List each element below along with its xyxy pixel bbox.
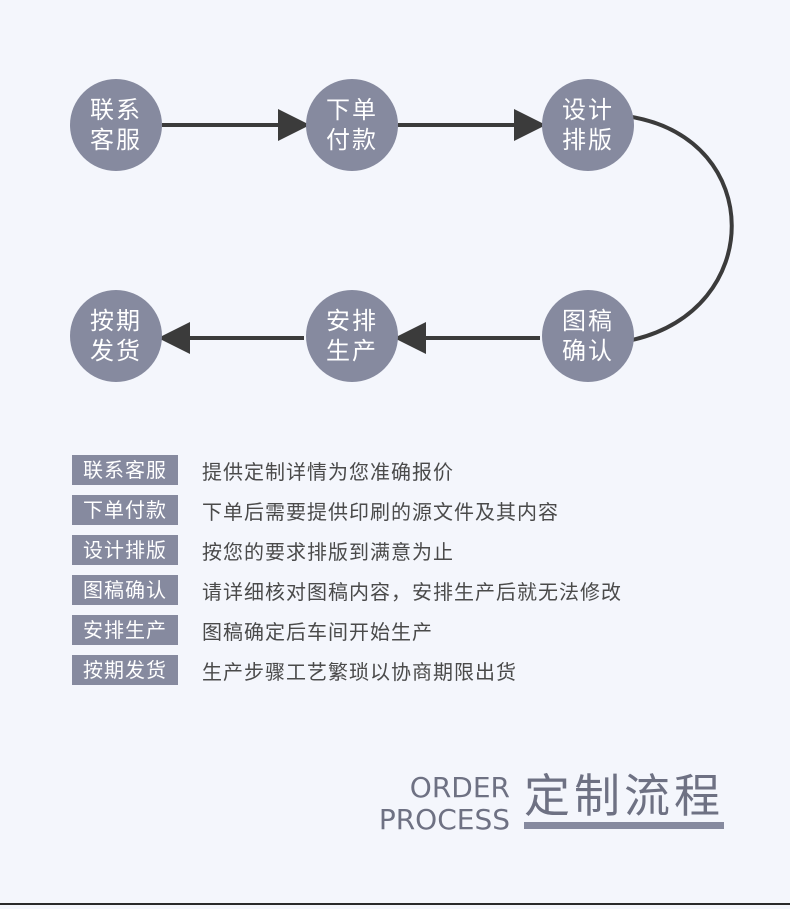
step-description: 按您的要求排版到满意为止	[202, 539, 454, 564]
node-label-line2: 发货	[90, 337, 142, 365]
step-item: 下单付款 下单后需要提供印刷的源文件及其内容	[72, 495, 559, 525]
node-label-line1: 按期	[90, 307, 142, 335]
node-scheduled-shipping: 按期 发货	[70, 290, 162, 382]
step-tag: 安排生产	[72, 615, 178, 645]
step-item: 设计排版 按您的要求排版到满意为止	[72, 535, 454, 565]
arrow-3-to-4-curve	[631, 115, 734, 342]
node-label-line1: 设计	[562, 96, 614, 124]
node-label-line1: 图稿	[562, 307, 614, 335]
step-item: 安排生产 图稿确定后车间开始生产	[72, 615, 433, 645]
step-tag: 联系客服	[72, 455, 178, 485]
title-english-line2: PROCESS	[378, 803, 510, 836]
step-item: 联系客服 提供定制详情为您准确报价	[72, 455, 454, 485]
title-english-line1: ORDER	[409, 771, 510, 804]
step-description: 请详细核对图稿内容，安排生产后就无法修改	[202, 579, 622, 604]
step-description: 生产步骤工艺繁琐以协商期限出货	[202, 659, 517, 684]
step-description: 下单后需要提供印刷的源文件及其内容	[202, 499, 559, 524]
step-tag: 图稿确认	[72, 575, 178, 605]
node-label-line1: 联系	[90, 96, 142, 124]
node-label-line2: 客服	[90, 126, 142, 154]
node-proof-confirm: 图稿 确认	[542, 290, 634, 382]
node-contact-service: 联系 客服	[70, 79, 162, 171]
node-label-line2: 确认	[562, 337, 614, 365]
title-underline-bar	[524, 822, 724, 829]
step-tag: 设计排版	[72, 535, 178, 565]
title-chinese: 定制流程	[524, 769, 724, 823]
node-label-line1: 下单	[326, 96, 378, 124]
node-label-line2: 排版	[562, 126, 614, 154]
step-item: 图稿确认 请详细核对图稿内容，安排生产后就无法修改	[72, 575, 622, 605]
node-arrange-production: 安排 生产	[306, 290, 398, 382]
flow-connectors	[158, 109, 734, 354]
step-item: 按期发货 生产步骤工艺繁琐以协商期限出货	[72, 655, 517, 685]
step-description: 提供定制详情为您准确报价	[202, 459, 454, 484]
step-description: 图稿确定后车间开始生产	[202, 619, 433, 644]
node-label-line2: 生产	[326, 337, 378, 365]
node-order-payment: 下单 付款	[306, 79, 398, 171]
step-tag: 按期发货	[72, 655, 178, 685]
node-label-line2: 付款	[326, 126, 378, 154]
step-tag: 下单付款	[72, 495, 178, 525]
node-design-layout: 设计 排版	[542, 79, 634, 171]
bottom-divider	[0, 903, 790, 905]
node-label-line1: 安排	[326, 307, 378, 335]
process-flow-diagram: 联系 客服 下单 付款 设计 排版 图稿 确认 安排 生产 按期 发货	[0, 0, 790, 420]
